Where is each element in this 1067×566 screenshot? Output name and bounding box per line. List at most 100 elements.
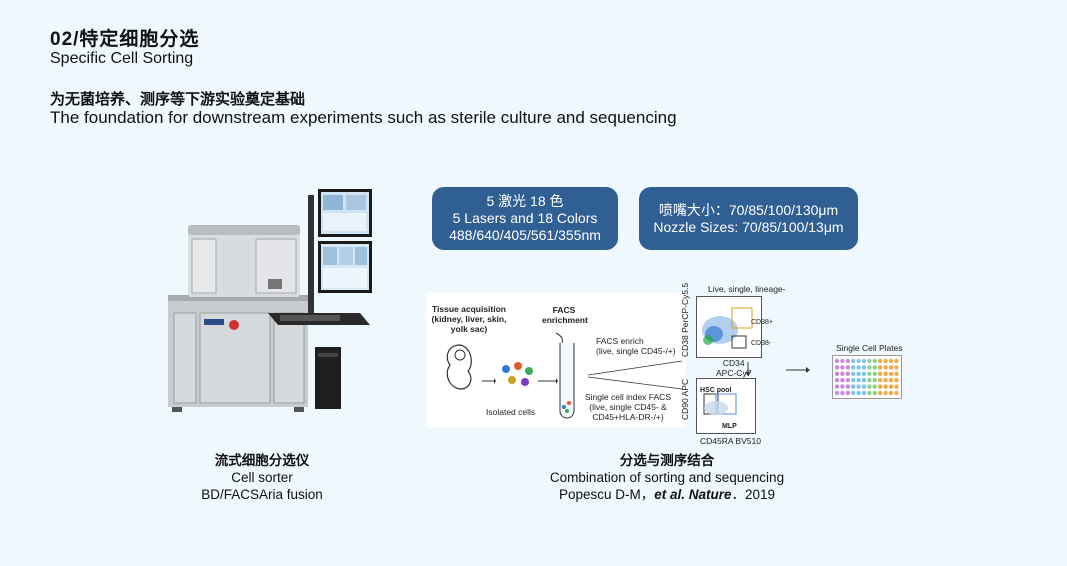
plate-well <box>894 384 899 389</box>
plate-well <box>834 358 840 364</box>
laser-spec-en: 5 Lasers and 18 Colors <box>452 210 598 226</box>
embryo-icon <box>446 344 472 390</box>
y-axis-cd90: CD90 APC <box>680 378 690 420</box>
sorter-caption-cn: 流式细胞分选仪 <box>214 453 310 468</box>
plate-well <box>872 371 877 376</box>
plate-well <box>894 358 899 364</box>
nozzle-spec-en: Nozzle Sizes: 70/85/100/13μm <box>653 218 844 235</box>
plate-well <box>878 358 883 364</box>
plate-well <box>845 371 850 376</box>
laser-wavelengths: 488/640/405/561/355nm <box>449 227 601 243</box>
plate-well <box>888 371 894 376</box>
arrow-right-icon <box>786 367 810 373</box>
workflow-figure: Tissue acquisition (kidney, liver, skin,… <box>426 293 686 427</box>
plate-well <box>888 390 894 396</box>
plate-well <box>888 358 894 364</box>
cell-plate-icon <box>832 355 902 399</box>
plate-well <box>883 384 888 389</box>
plate-well <box>888 378 894 383</box>
plate-well <box>840 384 845 389</box>
section-title: 02/特定细胞分选 <box>50 29 200 50</box>
plate-well <box>872 358 877 364</box>
cell-sorter-caption: 流式细胞分选仪 Cell sorter BD/FACSAria fusion <box>162 452 362 503</box>
plate-well <box>856 365 861 370</box>
plate-well <box>851 371 856 376</box>
plate-well <box>840 365 845 370</box>
index-line2: (live, single CD45- & <box>589 402 667 412</box>
plate-well <box>845 358 850 364</box>
plate-well <box>861 378 867 383</box>
gating-plot-2 <box>696 378 756 434</box>
test-tube-icon <box>555 332 575 419</box>
plate-well <box>888 384 894 389</box>
isolated-cells-label: Isolated cells <box>486 407 536 417</box>
plate-well <box>894 390 899 396</box>
plate-well <box>867 358 872 364</box>
enrich-line2: (live, single CD45-/+) <box>596 346 676 356</box>
x-axis-cd34: CD34 <box>722 358 745 368</box>
facs-sub: enrichment <box>542 315 588 325</box>
gating-plot-1 <box>696 296 762 358</box>
branch-arrows <box>587 360 683 390</box>
plate-well <box>894 378 899 383</box>
plate-well <box>861 371 867 376</box>
plate-well <box>872 378 877 383</box>
plate-well <box>878 378 883 383</box>
plates-label: Single Cell Plates <box>836 343 903 353</box>
plate-well <box>840 378 845 383</box>
cd38-negative: CD38- <box>751 340 772 347</box>
arrow-down-icon <box>745 362 751 376</box>
tissue-title: Tissue acquisition <box>431 304 506 314</box>
plate-well <box>883 365 888 370</box>
arrow-icon <box>482 378 496 384</box>
plate-well <box>840 390 845 396</box>
plate-well <box>883 390 888 396</box>
laser-spec-cn: 5 激光 18 色 <box>486 193 564 209</box>
plate-well <box>872 390 877 396</box>
plate-well <box>834 371 840 376</box>
plate-well <box>867 378 872 383</box>
index-line1: Single cell index FACS <box>585 392 671 402</box>
cell-sorter-image <box>168 189 372 412</box>
citation-author: Popescu D-M， <box>558 487 655 502</box>
x-axis-apc: APC-Cy7 <box>716 368 752 378</box>
plate-well <box>883 358 888 364</box>
plate-well <box>840 358 845 364</box>
plate-well <box>845 390 850 396</box>
plate-well <box>878 390 883 396</box>
plate-well <box>872 384 877 389</box>
gate-title: Live, single, lineage- <box>708 284 786 294</box>
citation-journal: et al. Nature <box>654 487 732 502</box>
plate-well <box>856 390 861 396</box>
plate-well <box>878 371 883 376</box>
tagline-en: The foundation for downstream experiment… <box>50 108 677 127</box>
plate-well <box>883 371 888 376</box>
plate-well <box>856 371 861 376</box>
y-axis-cd38: CD38 PerCP-Cy5.5 <box>680 282 690 357</box>
plate-well <box>834 365 840 370</box>
section-subtitle: Specific Cell Sorting <box>50 50 194 67</box>
laser-spec-badge: 5 激光 18 色 5 Lasers and 18 Colors 488/640… <box>432 187 618 250</box>
plate-well <box>851 378 856 383</box>
plate-well <box>867 365 872 370</box>
plate-well <box>834 384 840 389</box>
tagline-cn: 为无菌培养、测序等下游实验奠定基础 <box>50 91 306 108</box>
plate-well <box>834 378 840 383</box>
plate-well <box>872 365 877 370</box>
tissue-sub1: (kidney, liver, skin, <box>431 314 507 324</box>
arrow-icon <box>538 378 558 384</box>
plate-well <box>851 384 856 389</box>
plate-well <box>856 358 861 364</box>
sorter-caption-en: Cell sorter <box>231 470 293 485</box>
plate-well <box>878 384 883 389</box>
plate-well <box>867 371 872 376</box>
cd38-positive: CD38+ <box>751 319 773 326</box>
enrich-line1: FACS enrich <box>596 336 644 346</box>
plate-well <box>888 365 894 370</box>
plate-well <box>861 384 867 389</box>
citation: Popescu D-M，et al. Nature．2019 <box>520 486 814 503</box>
plate-well <box>845 384 850 389</box>
plate-well <box>878 365 883 370</box>
plate-well <box>834 390 840 396</box>
plate-well <box>867 390 872 396</box>
